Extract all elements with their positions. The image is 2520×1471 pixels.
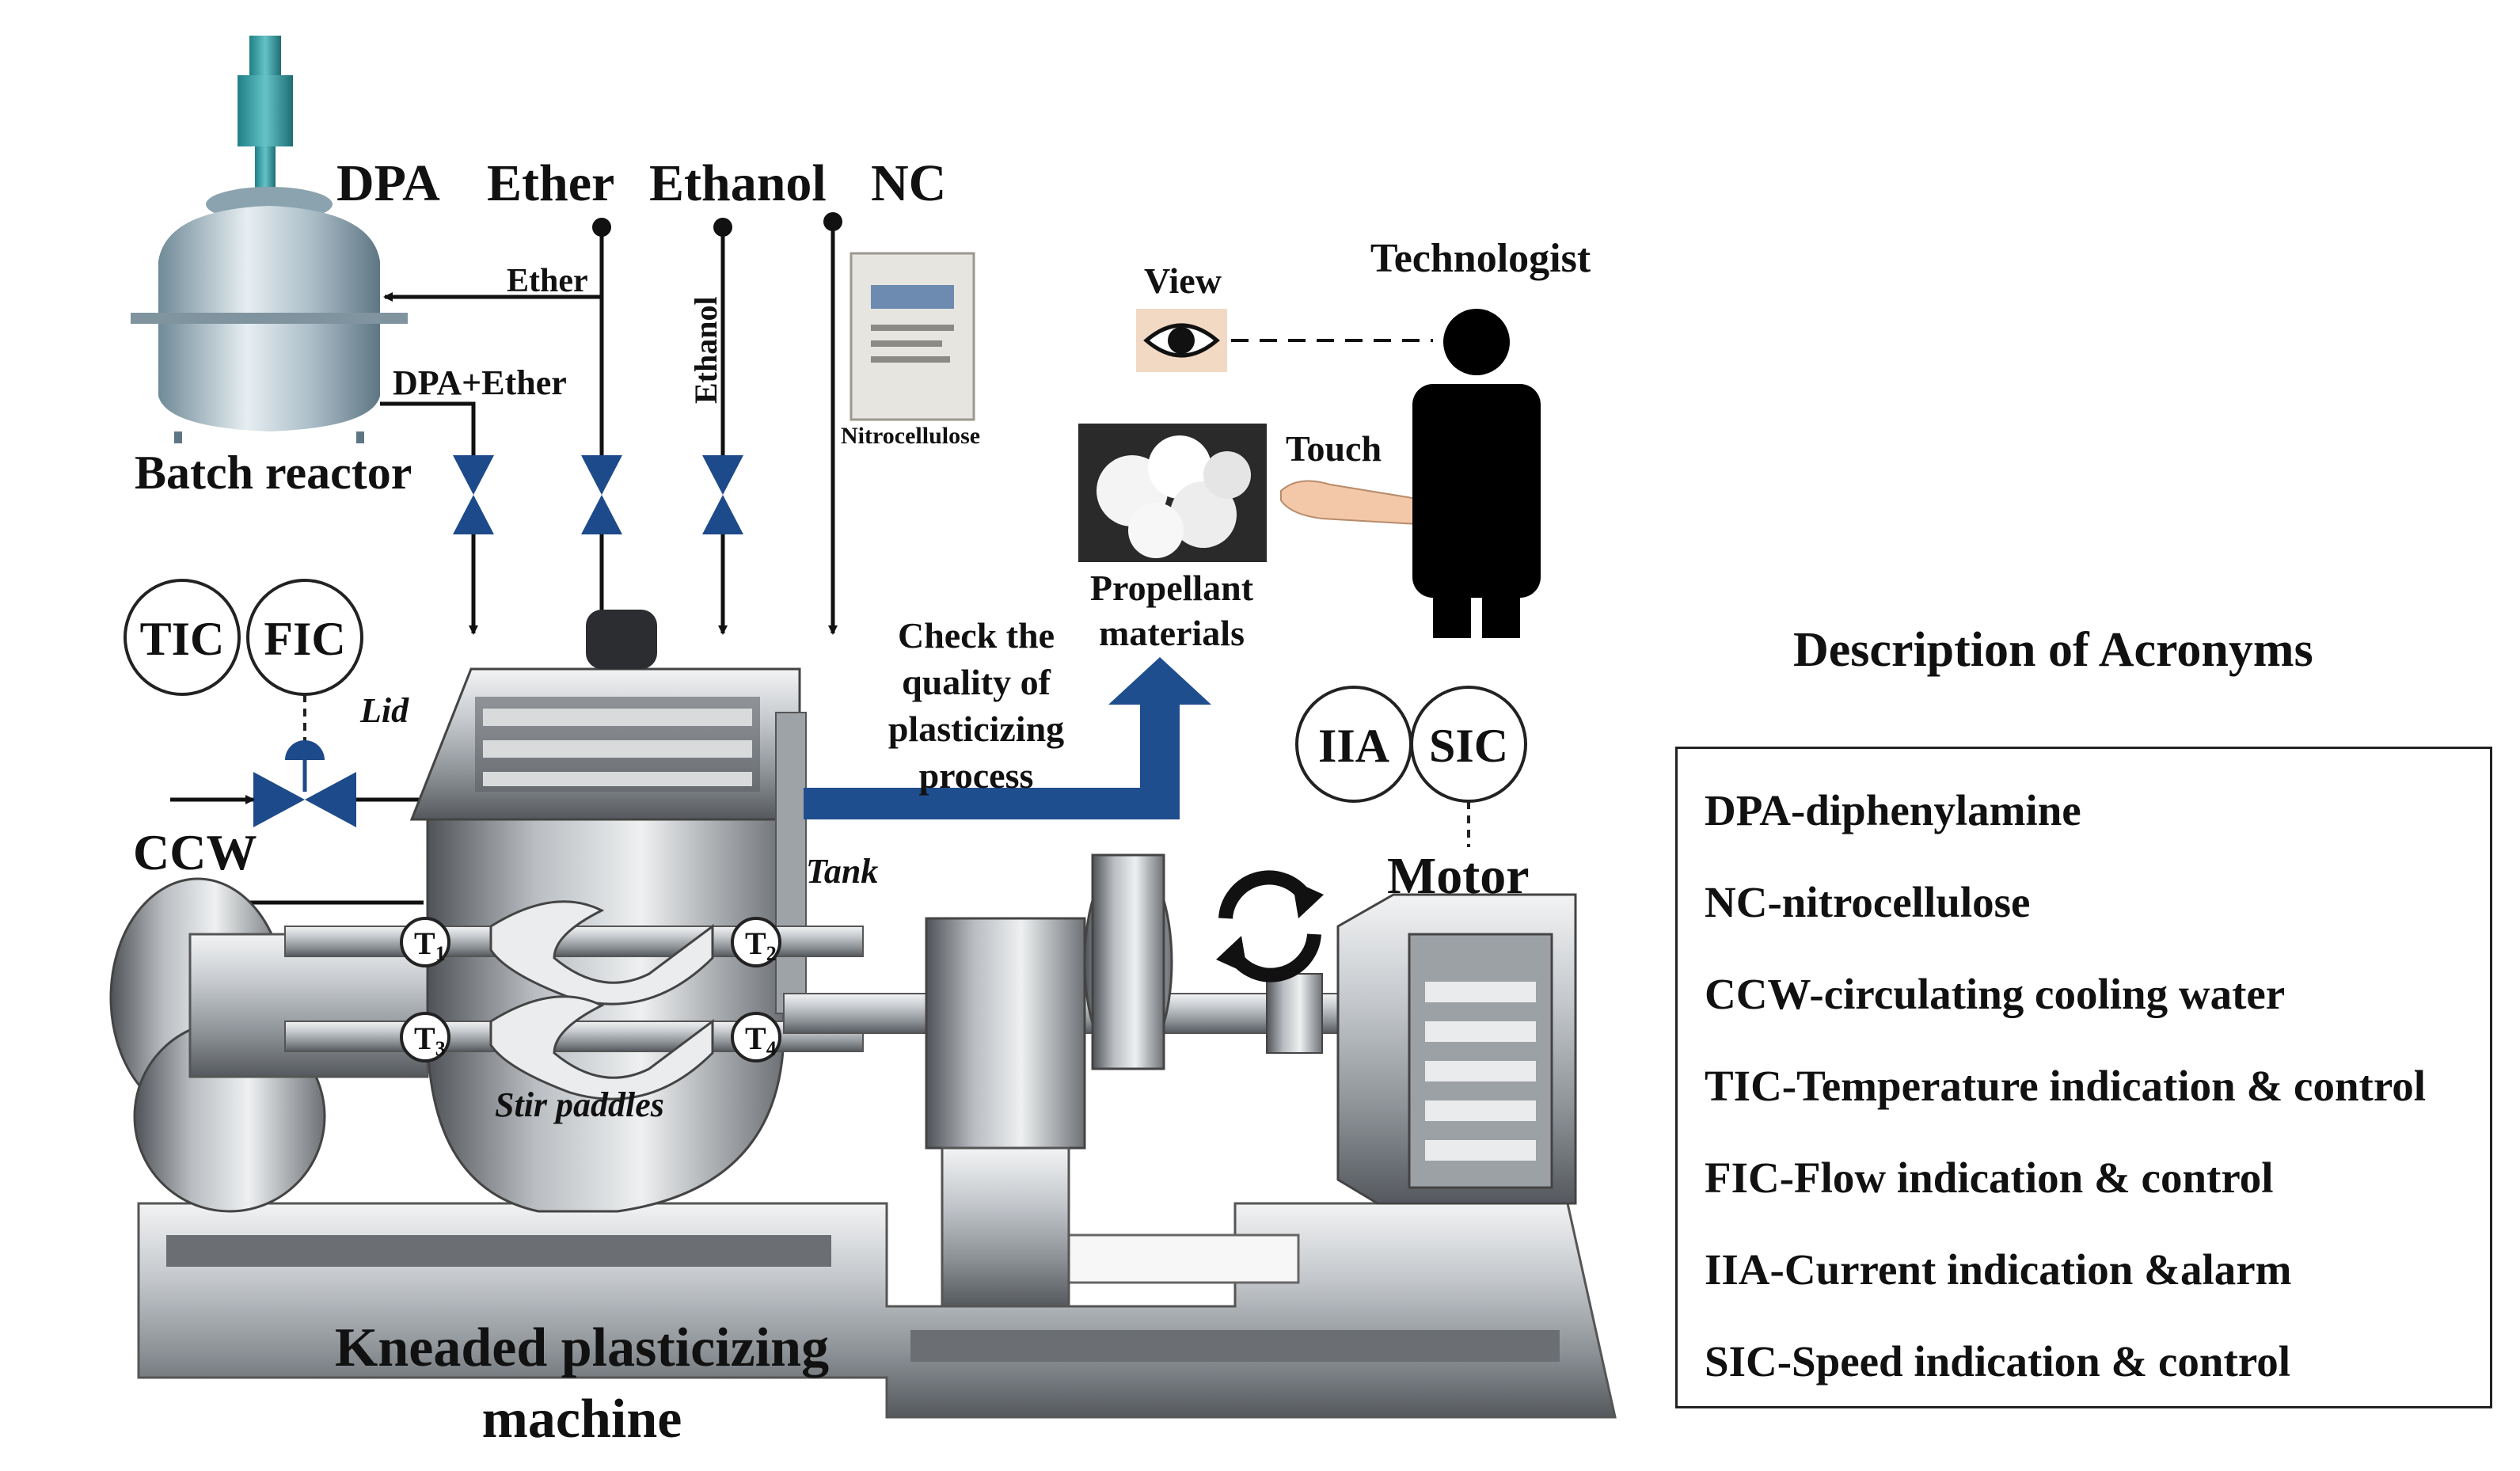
touch-label: Touch [1286, 428, 1382, 469]
feed-label-ether: Ether [487, 154, 614, 212]
sensor-t4: T4 [731, 1012, 781, 1062]
machine-label-line1: Kneaded plasticizing [335, 1317, 829, 1378]
ccw-control-valve [253, 772, 356, 827]
sensor-t1: T1 [400, 917, 450, 967]
ether-line-label: Ether [507, 263, 588, 299]
lid-label: Lid [359, 691, 409, 730]
quality-check-arrow [804, 657, 1211, 819]
tank-label: Tank [806, 852, 878, 891]
acronym-item: TIC-Temperature indication & control [1705, 1062, 2427, 1110]
ethanol-line-label: Ethanol [688, 296, 724, 404]
batch-reactor [131, 36, 408, 443]
check-line3: plasticizing [888, 709, 1064, 749]
valve-ethanol [702, 455, 743, 534]
hand-icon [1280, 480, 1418, 526]
stir-paddles-label: Stir paddles [495, 1085, 664, 1124]
check-line4: process [919, 755, 1034, 796]
svg-text:T3: T3 [414, 1021, 446, 1060]
kneading-machine [109, 610, 1617, 1419]
acronym-item: CCW-circulating cooling water [1705, 970, 2286, 1018]
tic-label: TIC [140, 613, 225, 665]
acronym-item: NC-nitrocellulose [1705, 878, 2031, 926]
sic-label: SIC [1429, 720, 1508, 772]
view-label: View [1144, 260, 1222, 301]
batch-reactor-label: Batch reactor [135, 447, 412, 499]
valve-dpa-ether [453, 455, 494, 534]
acronym-item: FIC-Flow indication & control [1705, 1154, 2274, 1202]
iia-label: IIA [1318, 720, 1389, 772]
dpa-ether-line-label: DPA+Ether [393, 363, 567, 402]
feed-label-dpa: DPA [336, 154, 440, 212]
acronym-item: SIC-Speed indication & control [1705, 1337, 2291, 1385]
dpa-ether-line [380, 401, 476, 455]
svg-text:T1: T1 [414, 926, 446, 965]
eye-icon [1136, 309, 1227, 372]
acronyms-box: DPA-diphenylamine NC-nitrocellulose CCW-… [1675, 747, 2492, 1408]
acronym-item: DPA-diphenylamine [1705, 786, 2081, 834]
svg-text:T2: T2 [745, 926, 777, 965]
tic-instrument [124, 579, 241, 696]
svg-text:T4: T4 [745, 1021, 777, 1060]
sensor-t3: T3 [400, 1012, 450, 1062]
sensor-t2: T2 [731, 917, 781, 967]
propellant-line2: materials [1099, 613, 1245, 653]
technologist-label: Technologist [1370, 236, 1591, 281]
ccw-label: CCW [133, 824, 257, 880]
feed-label-ethanol: Ethanol [649, 154, 827, 212]
valve-ether [581, 455, 622, 534]
propellant-sample-image [1078, 424, 1267, 562]
check-line2: quality of [902, 662, 1051, 702]
control-valve-actuator [285, 740, 325, 760]
acronym-item: IIA-Current indication &alarm [1705, 1245, 2292, 1294]
acronyms-title: Description of Acronyms [1793, 623, 2313, 677]
technologist-icon [1412, 309, 1541, 638]
propellant-line1: Propellant [1090, 568, 1254, 608]
nitrocellulose-label: Nitrocellulose [841, 423, 980, 449]
rotation-icon [1216, 870, 1324, 983]
machine-label-line2: machine [482, 1389, 682, 1450]
nitrocellulose-bag [850, 252, 975, 421]
fic-label: FIC [264, 613, 345, 665]
motor-label: Motor [1387, 847, 1530, 905]
feed-label-nc: NC [871, 154, 946, 212]
check-line1: Check the [898, 615, 1055, 656]
